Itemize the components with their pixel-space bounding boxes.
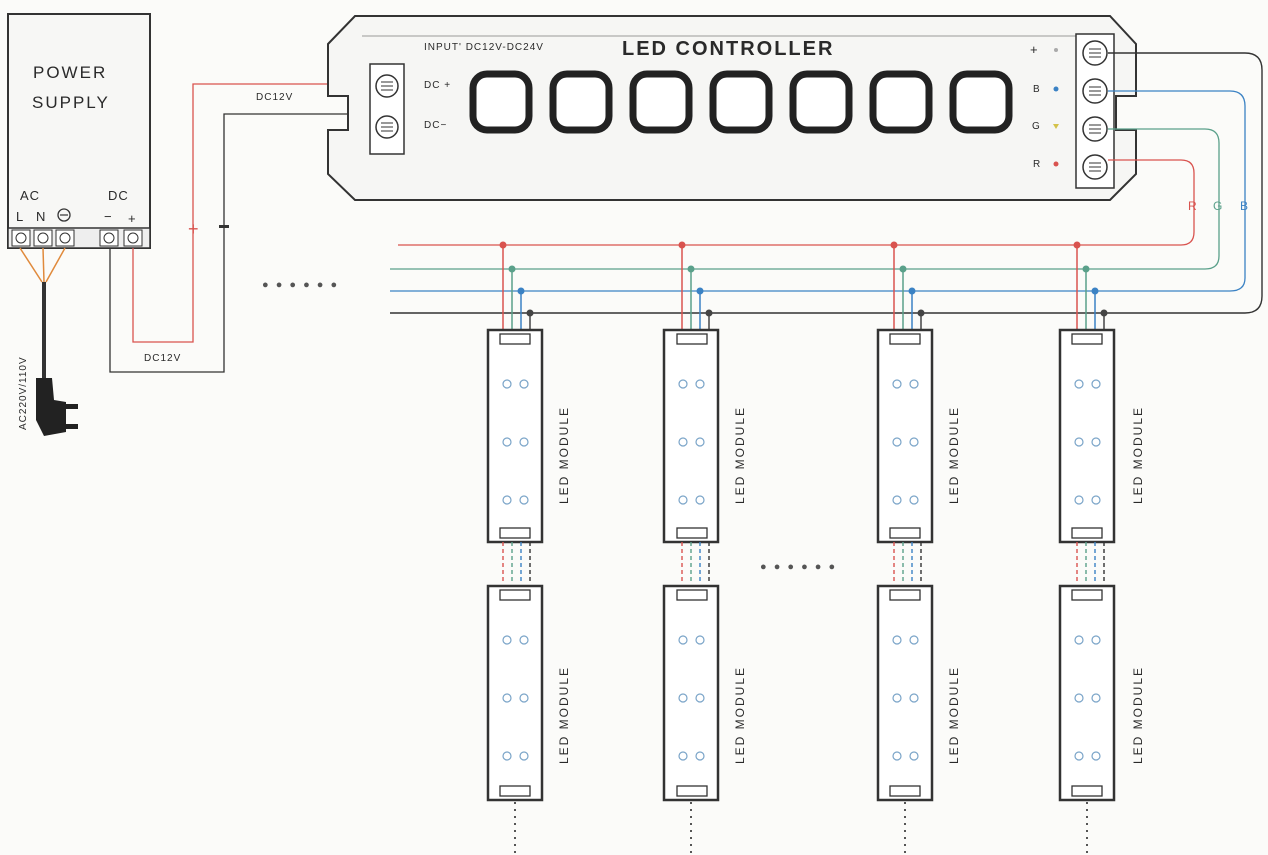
- output-plus-label: +: [1030, 42, 1039, 57]
- led-controller: LED CONTROLLER INPUT' DC12V-DC24V DC + D…: [327, 15, 1137, 201]
- l-terminal-label: L: [16, 209, 24, 224]
- ground-icon: [57, 208, 71, 222]
- module-column-4: LED MODULE LED MODULE: [1058, 241, 1145, 855]
- dc-minus-label: DC−: [424, 120, 447, 131]
- controller-button-3[interactable]: [629, 70, 693, 134]
- n-terminal-label: N: [36, 209, 46, 224]
- input-terminal-screws: [375, 74, 399, 139]
- led-module-label: LED MODULE: [947, 666, 961, 764]
- controller-button-2[interactable]: [549, 70, 613, 134]
- ac-label: AC: [20, 188, 40, 203]
- output-g-label: G: [1032, 121, 1041, 132]
- rgb-b-label: B: [1240, 199, 1248, 213]
- ellipsis-left: ● ● ● ● ● ●: [262, 279, 339, 291]
- output-r-dot: [1053, 161, 1059, 167]
- led-module-bottom: [662, 584, 720, 802]
- input-terminal-block: [369, 63, 405, 155]
- plus-sign: +: [188, 219, 199, 239]
- controller-button-1[interactable]: [469, 70, 533, 134]
- plug-icon: [36, 378, 78, 436]
- dc-supply-wires: DC12V DC12V +: [109, 83, 373, 373]
- output-wires: R G B: [390, 52, 1263, 314]
- rgb-r-label: R: [1188, 199, 1197, 213]
- module-column-2: LED MODULE LED MODULE: [662, 241, 747, 855]
- dc-minus-terminal-label: −: [104, 209, 113, 224]
- dc-plus-label: DC +: [424, 80, 451, 91]
- dc12v-label-top: DC12V: [256, 92, 293, 103]
- power-supply-title-line1: POWER: [33, 63, 107, 82]
- output-terminal-screws: [1082, 40, 1108, 180]
- led-module-top: [662, 328, 720, 544]
- led-module-label: LED MODULE: [557, 666, 571, 764]
- controller-title: LED CONTROLLER: [622, 38, 834, 60]
- controller-button-4[interactable]: [709, 70, 773, 134]
- led-module-bottom: [876, 584, 934, 802]
- output-terminal-block: [1075, 33, 1115, 189]
- led-module-label: LED MODULE: [1131, 406, 1145, 504]
- module-column-3: LED MODULE LED MODULE: [876, 241, 961, 855]
- led-module-label: LED MODULE: [1131, 666, 1145, 764]
- mains-voltage-label: AC220V/110V: [18, 356, 29, 430]
- output-plus-dot: [1054, 48, 1058, 52]
- led-module-bottom: [1058, 584, 1116, 802]
- terminal-screws: [11, 229, 143, 247]
- dc-label: DC: [108, 188, 129, 203]
- dc-plus-terminal-label: +: [128, 211, 137, 226]
- controller-buttons: [469, 70, 1013, 134]
- input-voltage-label: INPUT' DC12V-DC24V: [424, 42, 544, 53]
- led-module-top: [876, 328, 934, 544]
- dc12v-label-bottom: DC12V: [144, 353, 181, 364]
- led-module-bottom: [486, 584, 544, 802]
- controller-button-7[interactable]: [949, 70, 1013, 134]
- output-r-label: R: [1033, 159, 1041, 170]
- led-module-label: LED MODULE: [557, 406, 571, 504]
- power-supply-box: [7, 13, 151, 249]
- minus-sign-mark: [219, 225, 229, 228]
- led-module-top: [1058, 328, 1116, 544]
- led-module-top: [486, 328, 544, 544]
- controller-button-5[interactable]: [789, 70, 853, 134]
- controller-button-6[interactable]: [869, 70, 933, 134]
- power-supply-title-line2: SUPPLY: [32, 93, 110, 112]
- rgb-g-label: G: [1213, 199, 1222, 213]
- led-module-label: LED MODULE: [947, 406, 961, 504]
- led-module-label: LED MODULE: [733, 406, 747, 504]
- mains-wires: [19, 247, 66, 283]
- led-module-label: LED MODULE: [733, 666, 747, 764]
- output-b-label: B: [1033, 84, 1041, 95]
- output-b-dot: [1053, 86, 1059, 92]
- ellipsis-middle: ● ● ● ● ● ●: [760, 561, 837, 573]
- output-g-dot: [1053, 124, 1059, 129]
- power-supply: POWER SUPPLY AC DC L N − + AC220V/110V: [7, 13, 151, 436]
- module-column-1: LED MODULE LED MODULE: [486, 241, 571, 855]
